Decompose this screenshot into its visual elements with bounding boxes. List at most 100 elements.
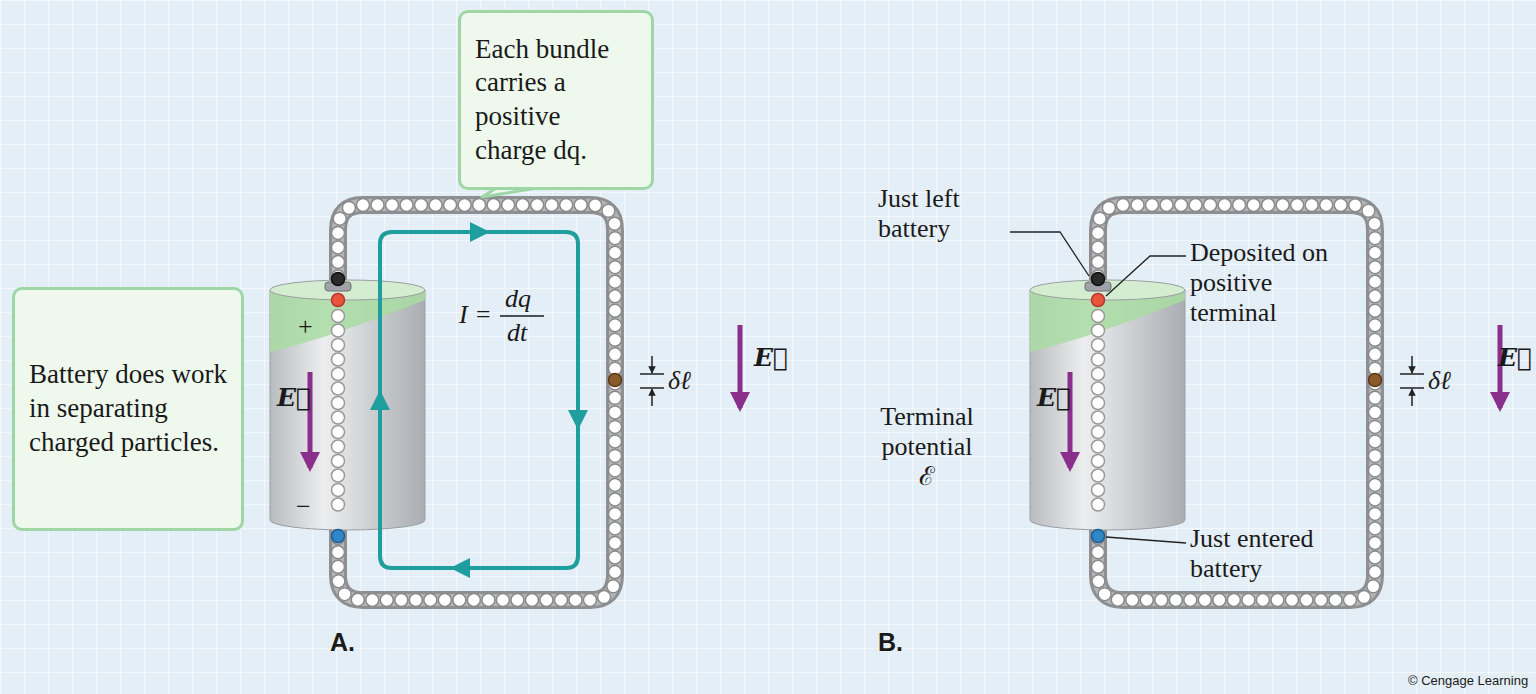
charge-bundle xyxy=(496,594,509,607)
panel-label: A. xyxy=(330,628,355,657)
charge-bundle xyxy=(554,594,567,607)
callout-text: Battery does work in separating charged … xyxy=(29,358,227,459)
charge-bundle xyxy=(1329,594,1342,607)
charge-bundle xyxy=(1213,594,1226,607)
charge-bundle xyxy=(1092,382,1105,395)
charge-bundle xyxy=(1367,580,1380,593)
charge-bundle xyxy=(1369,232,1382,245)
copyright: © Cengage Learning xyxy=(1408,674,1528,689)
current-arrow xyxy=(460,566,480,570)
field-arrow xyxy=(738,325,743,408)
charge-bundle xyxy=(1369,435,1382,448)
charge-bundle xyxy=(332,498,345,511)
charge-bundle xyxy=(332,484,345,497)
current-label: dq xyxy=(505,284,531,314)
charge-bundle xyxy=(1334,199,1347,212)
charge-bundle xyxy=(589,199,602,212)
charge-bundle-dark xyxy=(332,273,345,286)
charge-bundle xyxy=(1189,199,1202,212)
charge-bundle xyxy=(1092,455,1105,468)
charge-bundle xyxy=(482,594,495,607)
charge-bundle xyxy=(1369,493,1382,506)
charge-bundle xyxy=(332,411,345,424)
charge-bundle xyxy=(332,575,345,588)
charge-bundle xyxy=(1092,397,1105,410)
charge-bundle xyxy=(1369,391,1382,404)
dimension-line xyxy=(640,373,664,375)
charge-bundle xyxy=(444,199,457,212)
charge-bundle xyxy=(400,199,413,212)
dimension-arrow xyxy=(651,389,653,406)
charge-bundle xyxy=(1369,275,1382,288)
charge-bundle xyxy=(525,594,538,607)
wire xyxy=(338,205,615,600)
charge-bundle xyxy=(424,594,437,607)
charge-bundle xyxy=(1285,594,1298,607)
charge-bundle xyxy=(1160,199,1173,212)
charge-bundle xyxy=(453,594,466,607)
charge-bundle xyxy=(357,199,370,212)
charge-bundle xyxy=(1092,353,1105,366)
field-label: E⃗ xyxy=(1037,384,1071,413)
charge-bundle xyxy=(1131,199,1144,212)
charge-bundle xyxy=(1369,551,1382,564)
field-label: E⃗ xyxy=(1498,344,1532,373)
charge-bundle xyxy=(609,290,622,303)
charge-bundle xyxy=(1227,594,1240,607)
charge-bundle xyxy=(1092,226,1105,239)
charge-bundle xyxy=(1233,199,1246,212)
charge-bundle xyxy=(609,449,622,462)
charge-bundle xyxy=(569,594,582,607)
charge-bundle xyxy=(609,391,622,404)
current-label: dt xyxy=(507,318,527,348)
charge-bundle xyxy=(1092,310,1105,323)
charge-bundle xyxy=(609,566,622,579)
charge-bundle xyxy=(409,594,422,607)
charge-bundle xyxy=(1092,484,1105,497)
charge-bundle xyxy=(540,594,553,607)
charge-bundle xyxy=(386,199,399,212)
charge-bundle xyxy=(332,324,345,337)
charge-bundle xyxy=(609,522,622,535)
charge-bundle xyxy=(602,204,615,217)
charge-bundle xyxy=(511,594,524,607)
charge-bundle xyxy=(1369,290,1382,303)
charge-bundle xyxy=(1092,241,1105,254)
charge-bundle xyxy=(609,246,622,259)
charge-bundle xyxy=(1092,426,1105,439)
charge-bundle xyxy=(332,546,345,559)
charge-bundle xyxy=(395,594,408,607)
charge-bundle xyxy=(609,232,622,245)
charge-bundle xyxy=(609,507,622,520)
charge-bundle xyxy=(338,588,351,601)
charge-bundle xyxy=(609,319,622,332)
charge-bundle xyxy=(609,537,622,550)
charge-bundle xyxy=(1092,324,1105,337)
current-loop xyxy=(380,232,578,568)
current-arrow xyxy=(460,230,480,234)
charge-bundle xyxy=(1092,469,1105,482)
charge-bundle xyxy=(1300,594,1313,607)
charge-bundle xyxy=(1218,199,1231,212)
battery-top xyxy=(270,280,425,300)
charge-bundle xyxy=(1242,594,1255,607)
charge-bundle xyxy=(1369,566,1382,579)
current-arrow xyxy=(378,400,382,420)
charge-bundle xyxy=(1140,594,1153,607)
charge-bundle-red xyxy=(332,294,345,307)
charge-bundle xyxy=(1369,464,1382,477)
charge-bundle xyxy=(1175,199,1188,212)
charge-bundle xyxy=(609,493,622,506)
annotation: Deposited on positive terminal xyxy=(1190,238,1340,328)
leader-line xyxy=(1106,256,1186,296)
charge-bundle xyxy=(332,353,345,366)
charge-bundle xyxy=(1344,594,1357,607)
charge-bundle xyxy=(332,310,345,323)
dimension-arrow xyxy=(1411,389,1413,406)
charge-bundle-blue xyxy=(332,530,345,543)
charge-bundle xyxy=(1262,199,1275,212)
charge-bundle xyxy=(609,420,622,433)
charge-bundle xyxy=(516,199,529,212)
charge-bundle xyxy=(332,368,345,381)
charge-bundle xyxy=(1092,546,1105,559)
